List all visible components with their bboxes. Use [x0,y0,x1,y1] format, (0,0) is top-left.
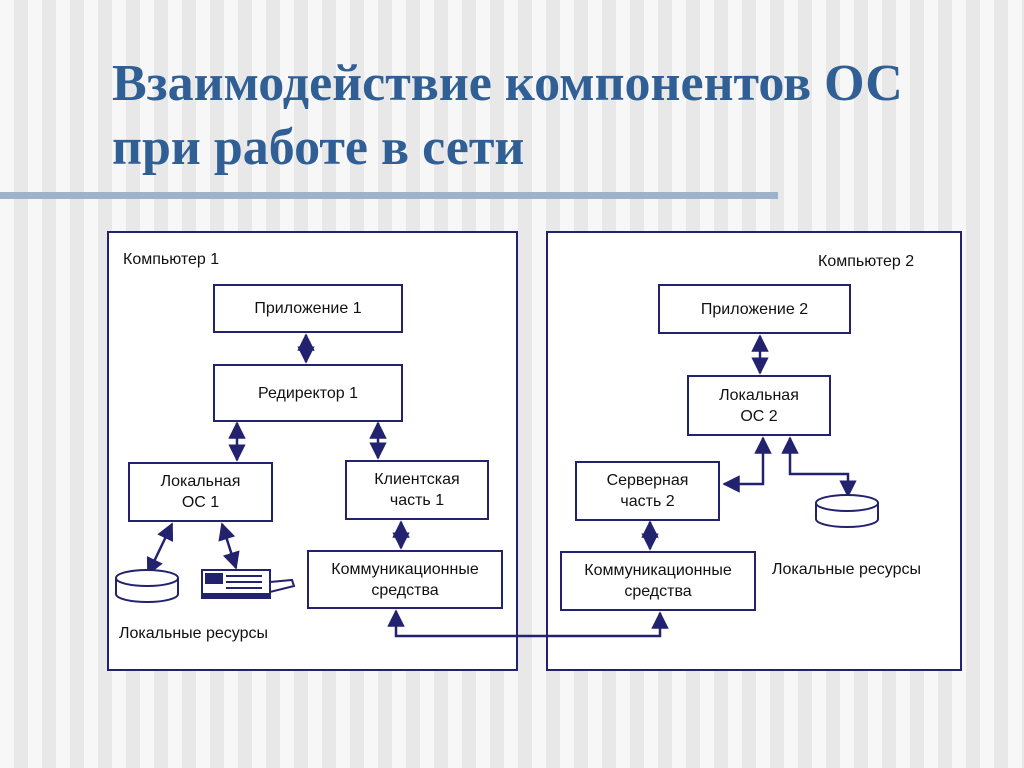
local-resources-2-label: Локальные ресурсы [772,561,922,578]
slide-title-line-1: Взаимодействие компонентов ОС [112,55,903,112]
printer-icon [201,569,296,599]
redirector-1-box: Редиректор 1 [213,364,403,422]
local-os-1-box: Локальная ОС 1 [128,462,273,522]
arrow-network-link [387,609,669,638]
arrow-localos1-printer [218,522,240,570]
application-2-box: Приложение 2 [658,284,851,334]
arrow-localos1-disk [146,522,174,576]
comm-means-1-box: Коммуникационные средства [307,550,503,609]
local-os-2-box: Локальная ОС 2 [687,375,831,436]
slide-title-line-2: при работе в сети [112,119,525,176]
disk-storage-icon [815,494,879,528]
title-underline [0,192,778,199]
arrow-localos2-disk [781,436,857,498]
local-resources-1-label: Локальные ресурсы [119,625,269,642]
arrow-localos2-server2 [722,436,772,493]
application-1-box: Приложение 1 [213,284,403,333]
server-part-2-box: Серверная часть 2 [575,461,720,521]
comm-means-2-box: Коммуникационные средства [560,551,756,611]
disk-storage-icon [115,569,179,603]
computer-2-label: Компьютер 2 [818,253,915,270]
slide-title: Взаимодействие компонентов ОС при работе… [112,52,992,180]
computer-1-label: Компьютер 1 [123,251,220,268]
client-part-1-box: Клиентская часть 1 [345,460,489,520]
